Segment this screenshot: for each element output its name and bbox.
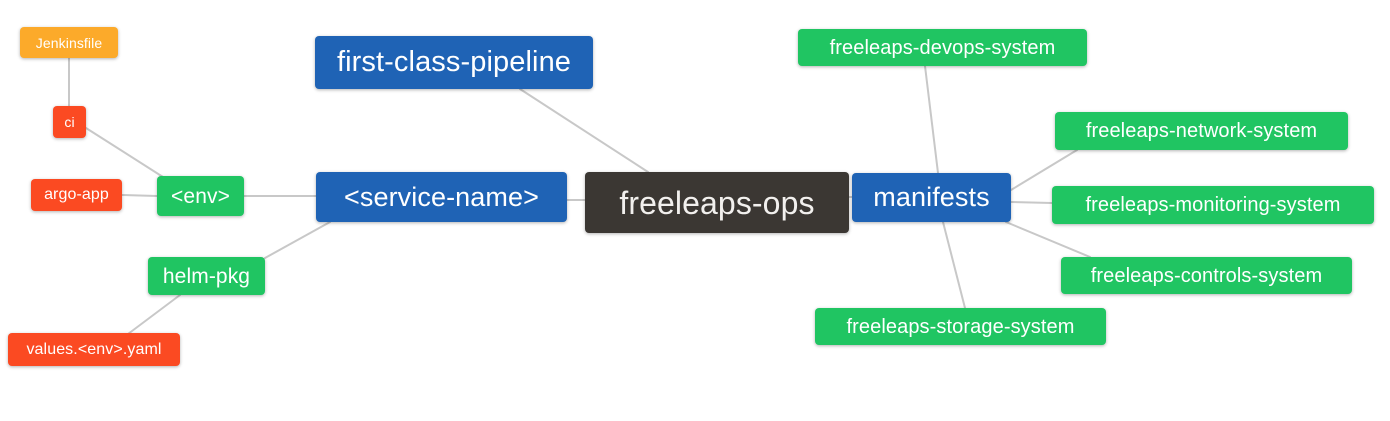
edge-manifests-network <box>1010 149 1078 191</box>
edge-helmpkg-values <box>127 294 181 335</box>
node-label-freeleaps-monitoring-system: freeleaps-monitoring-system <box>1085 194 1341 216</box>
edge-manifests-storage <box>942 221 966 309</box>
node-label-service-name: <service-name> <box>344 181 539 212</box>
edge-pipeline-ops <box>519 88 649 173</box>
edge-argoapp-env <box>121 194 158 197</box>
node-label-freeleaps-controls-system: freeleaps-controls-system <box>1090 264 1323 287</box>
node-freeleaps-controls-system[interactable]: freeleaps-controls-system <box>1061 257 1352 294</box>
node-label-freeleaps-devops-system: freeleaps-devops-system <box>829 36 1056 59</box>
node-label-values-yaml: values.<env>.yaml <box>26 340 162 358</box>
node-values-yaml[interactable]: values.<env>.yaml <box>8 333 180 366</box>
node-label-freeleaps-ops: freeleaps-ops <box>619 184 815 221</box>
edge-ci-env <box>85 127 164 178</box>
node-freeleaps-ops[interactable]: freeleaps-ops <box>585 172 849 233</box>
node-service-name[interactable]: <service-name> <box>316 172 567 222</box>
edge-manifests-devops <box>924 65 939 174</box>
node-jenkinsfile[interactable]: Jenkinsfile <box>20 27 118 58</box>
node-argo-app[interactable]: argo-app <box>31 179 122 211</box>
node-freeleaps-network-system[interactable]: freeleaps-network-system <box>1055 112 1348 150</box>
edge-manifests-monitoring <box>1010 201 1053 204</box>
node-label-freeleaps-network-system: freeleaps-network-system <box>1085 120 1318 142</box>
edge-manifests-controls <box>1005 221 1091 258</box>
node-ci[interactable]: ci <box>53 106 86 138</box>
node-first-class-pipeline[interactable]: first-class-pipeline <box>315 36 593 89</box>
node-label-freeleaps-storage-system: freeleaps-storage-system <box>846 315 1075 338</box>
edge-servicename-helmpkg <box>264 221 331 259</box>
node-label-env: <env> <box>171 184 230 208</box>
node-label-helm-pkg: helm-pkg <box>162 264 251 288</box>
node-label-manifests: manifests <box>873 182 990 212</box>
node-label-jenkinsfile: Jenkinsfile <box>35 34 103 51</box>
node-helm-pkg[interactable]: helm-pkg <box>148 257 265 295</box>
node-manifests[interactable]: manifests <box>852 173 1011 222</box>
node-label-first-class-pipeline: first-class-pipeline <box>336 46 572 78</box>
node-freeleaps-monitoring-system[interactable]: freeleaps-monitoring-system <box>1052 186 1374 224</box>
node-env[interactable]: <env> <box>157 176 244 216</box>
node-label-ci: ci <box>64 114 75 130</box>
node-label-argo-app: argo-app <box>44 186 109 203</box>
node-freeleaps-devops-system[interactable]: freeleaps-devops-system <box>798 29 1087 66</box>
node-freeleaps-storage-system[interactable]: freeleaps-storage-system <box>815 308 1106 345</box>
